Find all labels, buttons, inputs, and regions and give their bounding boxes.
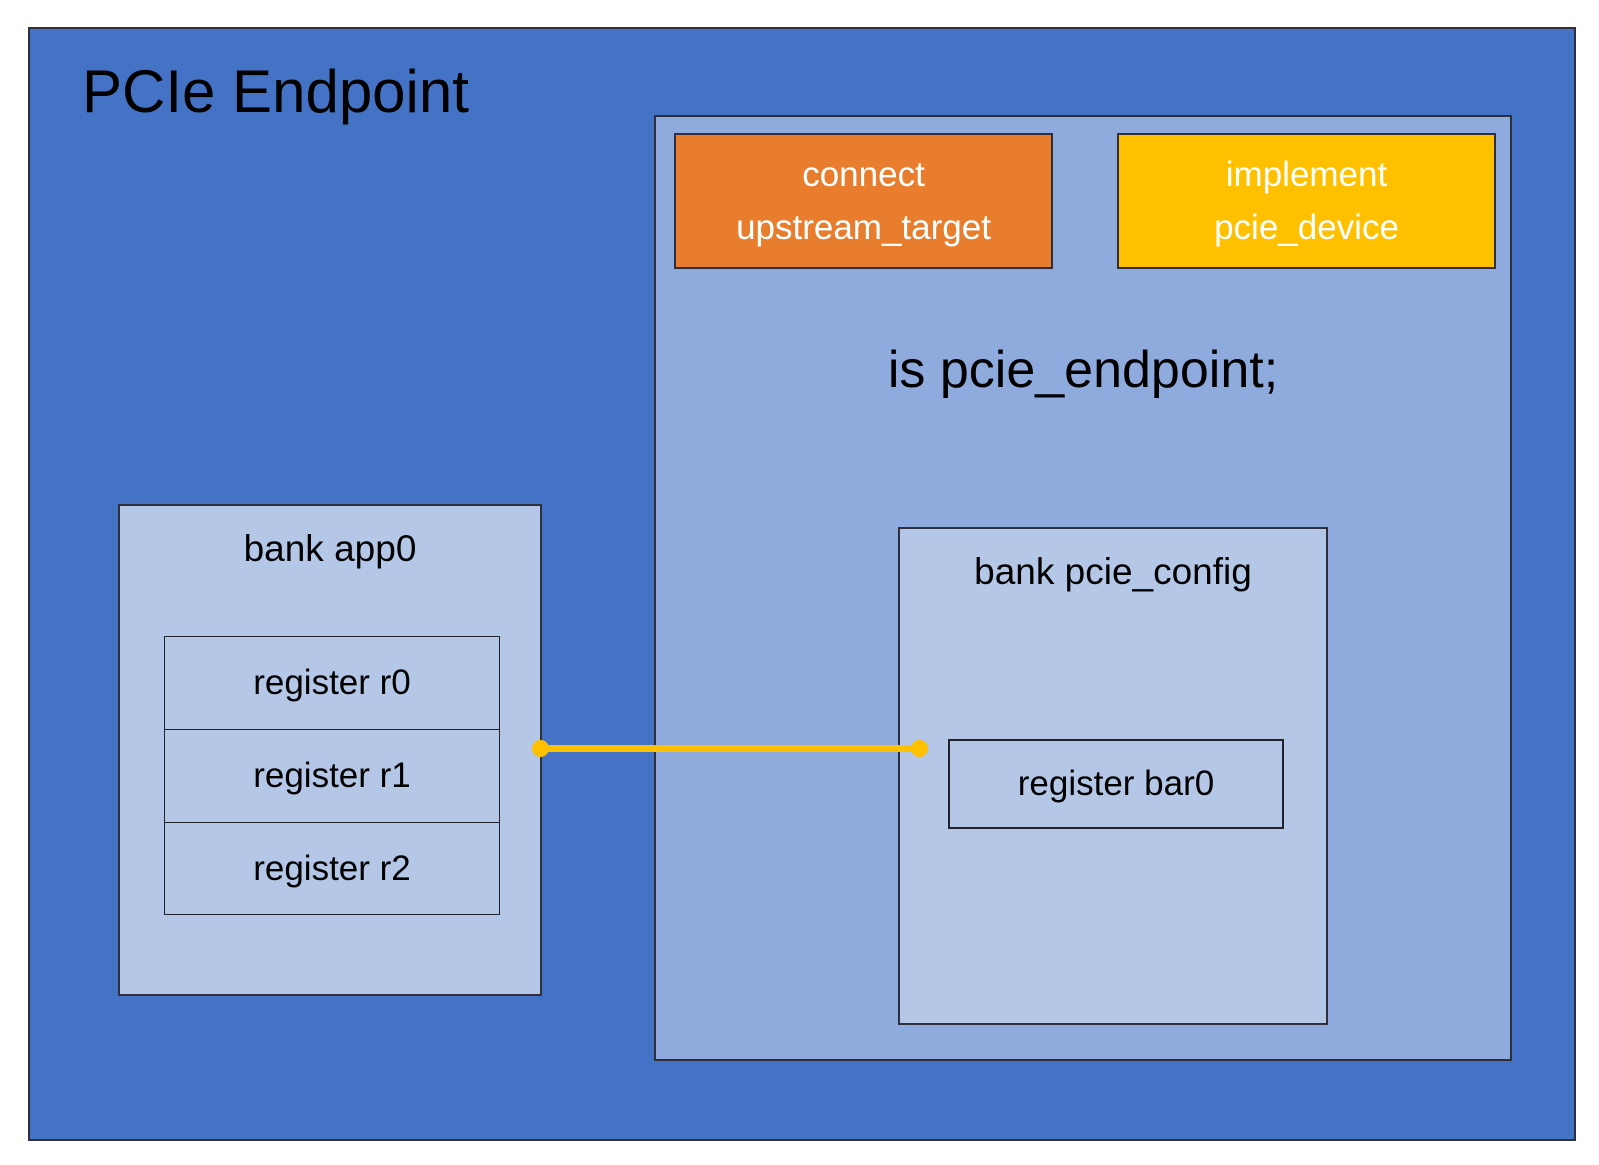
pragma-connect-keyword: connect	[802, 155, 925, 194]
pragma-row: connect upstream_target implement pcie_d…	[674, 133, 1496, 269]
register-r1[interactable]: register r1	[164, 729, 500, 822]
bank-app0-label: bank app0	[243, 528, 417, 569]
pragma-implement-pcie-device[interactable]: implement pcie_device	[1117, 133, 1496, 269]
pragma-connect-argument: upstream_target	[736, 208, 991, 247]
pcie-endpoint-template-panel[interactable]: connect upstream_target implement pcie_d…	[654, 115, 1512, 1061]
bank-pcie-config-label: bank pcie_config	[974, 551, 1252, 592]
pragma-connect-upstream-target[interactable]: connect upstream_target	[674, 133, 1053, 269]
register-stack-app0: register r0 register r1 register r2	[164, 636, 500, 915]
page-title: PCIe Endpoint	[82, 58, 469, 125]
bank-app0[interactable]: bank app0 register r0 register r1 regist…	[118, 504, 542, 996]
register-r0[interactable]: register r0	[164, 636, 500, 729]
register-bar0[interactable]: register bar0	[948, 739, 1284, 829]
bank-pcie-config[interactable]: bank pcie_config register bar0	[898, 527, 1328, 1025]
pragma-implement-argument: pcie_device	[1214, 208, 1399, 247]
register-r2[interactable]: register r2	[164, 822, 500, 915]
pragma-implement-keyword: implement	[1225, 155, 1388, 194]
template-declaration: is pcie_endpoint;	[887, 341, 1279, 399]
pcie-endpoint-container[interactable]: PCIe Endpoint connect upstream_target im…	[28, 27, 1576, 1141]
